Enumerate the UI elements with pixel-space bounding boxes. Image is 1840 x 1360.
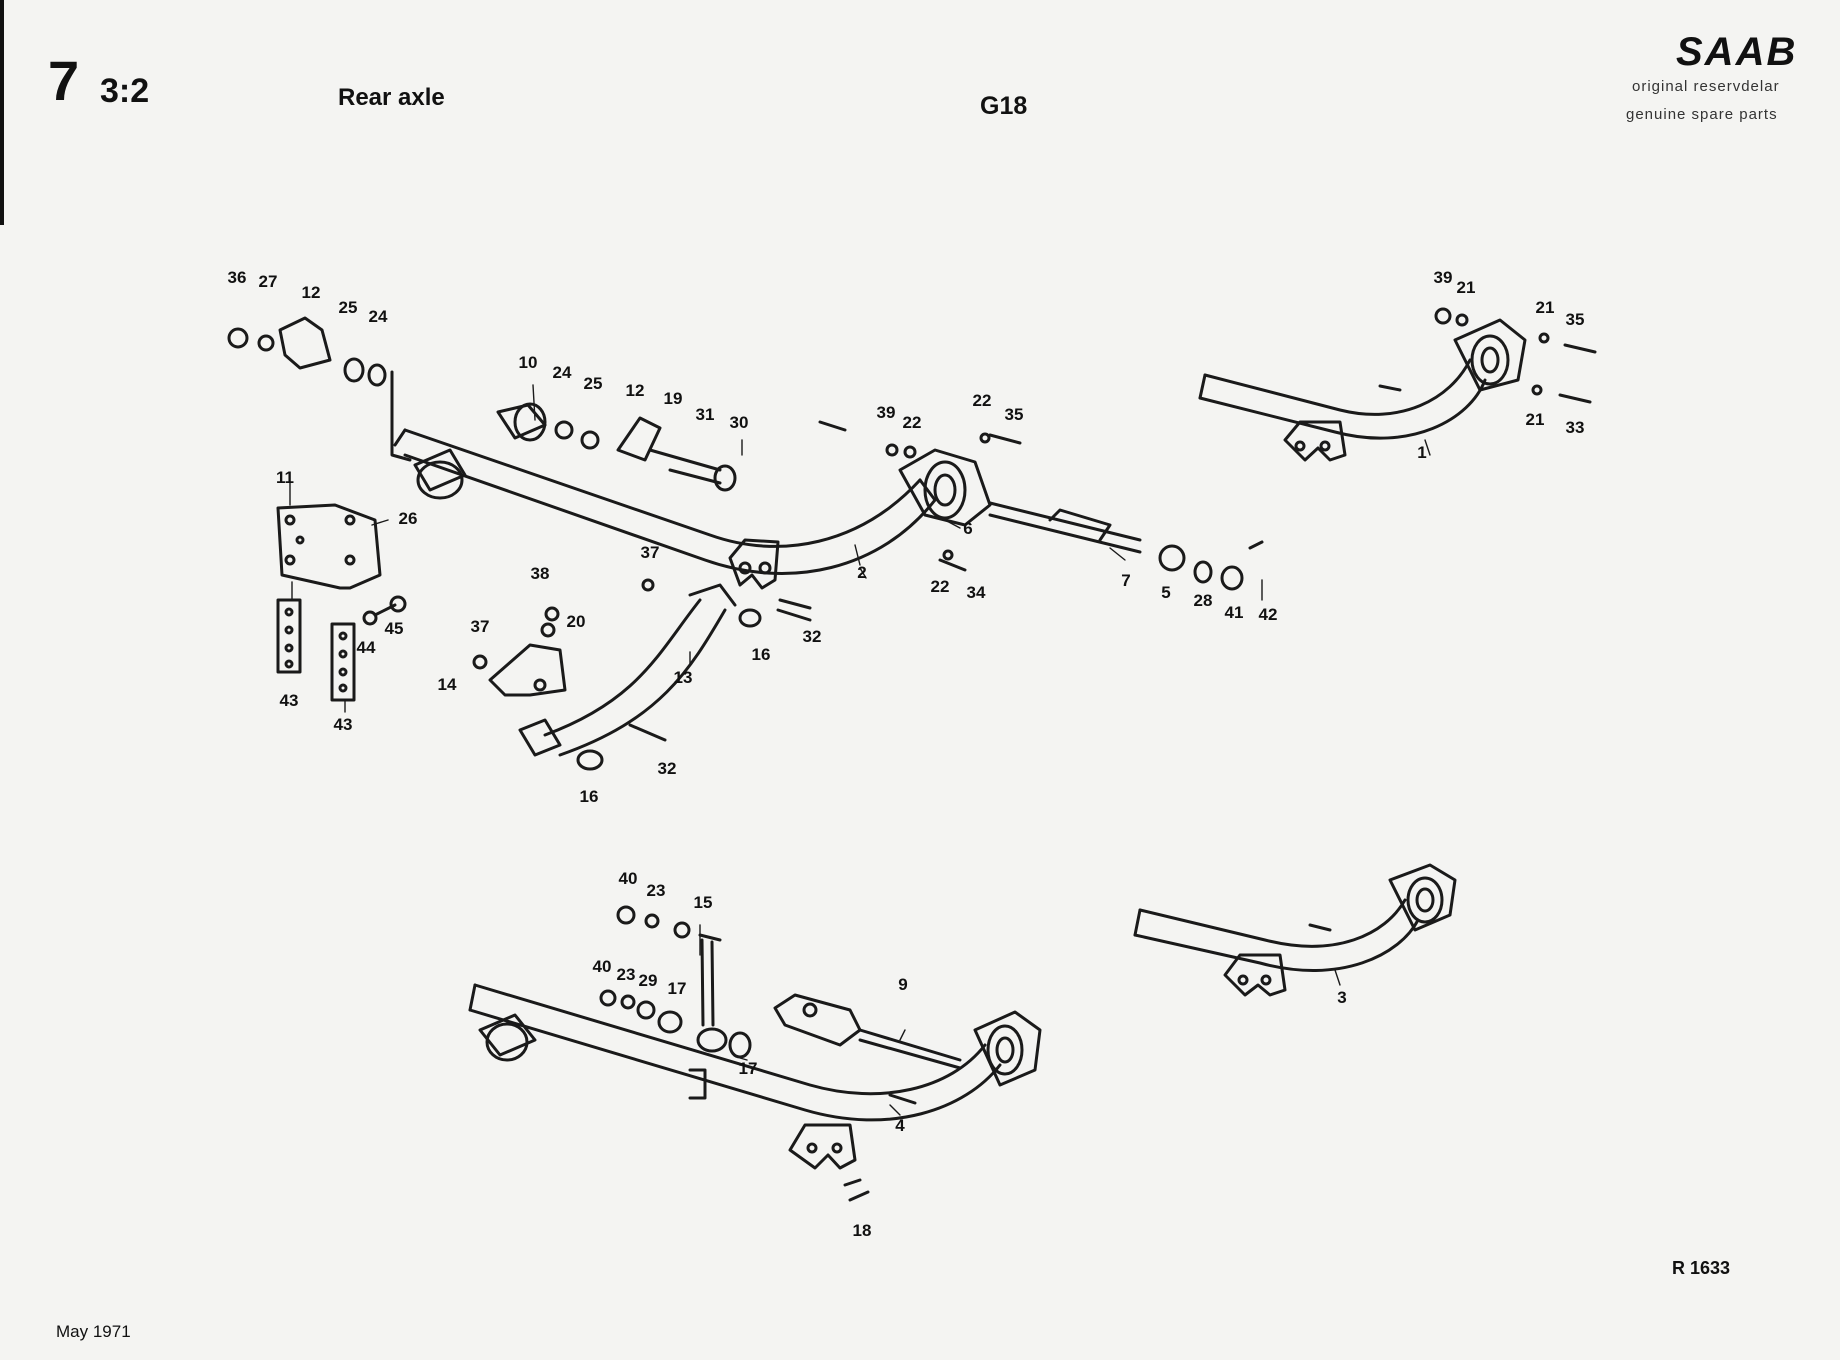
callout-labels: 36 27 12 25 24 10 24 25 12 19 31 30 11 2… <box>228 268 1585 1240</box>
callout-label: 37 <box>471 617 490 636</box>
callout-label: 43 <box>280 691 299 710</box>
callout-label: 23 <box>647 881 666 900</box>
callout-label: 18 <box>853 1221 872 1240</box>
bolt-washer-45 <box>362 595 407 626</box>
callout-label: 27 <box>259 272 278 291</box>
page-edge-bar <box>0 0 4 225</box>
callout-label: 12 <box>626 381 645 400</box>
model-code: G18 <box>980 92 1028 120</box>
callout-label: 42 <box>1259 605 1278 624</box>
callout-label: 17 <box>668 979 687 998</box>
callout-label: 32 <box>658 759 677 778</box>
callout-label: 33 <box>1566 418 1585 437</box>
link-rod-and-bushes <box>599 905 752 1059</box>
callout-label: 16 <box>580 787 599 806</box>
leader-lines <box>289 384 1431 1116</box>
stub-axle-shaft <box>988 501 1142 554</box>
callout-label: 30 <box>730 413 749 432</box>
callout-label: 9 <box>898 975 907 994</box>
publication-date: May 1971 <box>56 1322 131 1341</box>
callout-label: 35 <box>1005 405 1024 424</box>
axle-flange-plate <box>898 448 992 527</box>
callout-label: 43 <box>334 715 353 734</box>
callout-label: 14 <box>438 675 457 694</box>
callout-label: 40 <box>619 869 638 888</box>
subsection-number: 3:2 <box>100 72 150 110</box>
callout-label: 34 <box>967 583 986 602</box>
callout-label: 41 <box>1225 603 1244 622</box>
callout-label: 6 <box>963 519 972 538</box>
callout-label: 21 <box>1526 410 1545 429</box>
bushing-and-link-hardware <box>496 402 737 492</box>
callout-label: 13 <box>674 668 693 687</box>
callout-label: 38 <box>531 564 550 583</box>
callout-label: 25 <box>584 374 603 393</box>
section-number: 7 <box>48 49 80 112</box>
callout-label: 21 <box>1536 298 1555 317</box>
callout-label: 16 <box>752 645 771 664</box>
callout-label: 20 <box>567 612 586 631</box>
callout-label: 10 <box>519 353 538 372</box>
callout-label: 5 <box>1161 583 1170 602</box>
callout-label: 26 <box>399 509 418 528</box>
callout-label: 39 <box>1434 268 1453 287</box>
callout-label: 19 <box>664 389 683 408</box>
trailing-arm <box>518 583 762 771</box>
callout-label: 7 <box>1121 571 1130 590</box>
callout-label: 24 <box>553 363 572 382</box>
axle-bracket <box>728 538 780 590</box>
mounting-plate <box>276 503 382 590</box>
shim-plates <box>276 598 356 702</box>
callout-label: 22 <box>903 413 922 432</box>
axle-end-bushing <box>413 448 467 500</box>
axle-variant-3 <box>1133 863 1457 997</box>
callout-label: 23 <box>617 965 636 984</box>
callout-label: 39 <box>877 403 896 422</box>
callout-label: 3 <box>1337 988 1346 1007</box>
callout-label: 12 <box>302 283 321 302</box>
brand-logo: SAAB <box>1676 30 1798 74</box>
callout-label: 28 <box>1194 591 1213 610</box>
arm-bolts <box>628 578 812 742</box>
callout-label: 11 <box>276 468 294 487</box>
callout-label: 25 <box>339 298 358 317</box>
upper-left-hardware <box>227 316 412 462</box>
tagline-swedish: original reservdelar <box>1632 78 1780 95</box>
page-title: Rear axle <box>338 84 445 111</box>
main-axle-beam <box>393 428 937 575</box>
callout-label: 35 <box>1566 310 1585 329</box>
drawing-reference: R 1633 <box>1672 1258 1731 1278</box>
hub-parts <box>1158 540 1264 591</box>
callout-label: 37 <box>641 543 660 562</box>
callout-label: 24 <box>369 307 388 326</box>
callout-label: 22 <box>973 391 992 410</box>
callout-label: 2 <box>857 563 866 582</box>
callout-label: 22 <box>931 577 950 596</box>
callout-label: 36 <box>228 268 247 287</box>
callout-label: 4 <box>895 1116 905 1135</box>
callout-label: 21 <box>1457 278 1476 297</box>
callout-label: 40 <box>593 957 612 976</box>
callout-label: 15 <box>694 893 713 912</box>
callout-label: 1 <box>1417 443 1426 462</box>
callout-label: 45 <box>385 619 404 638</box>
callout-label: 31 <box>696 405 715 424</box>
callout-label: 17 <box>739 1059 758 1078</box>
callout-label: 32 <box>803 627 822 646</box>
tagline-english: genuine spare parts <box>1626 106 1778 123</box>
callout-label: 29 <box>639 971 658 990</box>
axle-variant-1 <box>1198 307 1597 462</box>
callout-label: 44 <box>357 638 376 657</box>
shock-absorber <box>773 993 962 1070</box>
flange-bolts <box>778 420 1022 610</box>
axle-variant-4 <box>468 983 1042 1202</box>
arm-bracket <box>472 606 567 697</box>
